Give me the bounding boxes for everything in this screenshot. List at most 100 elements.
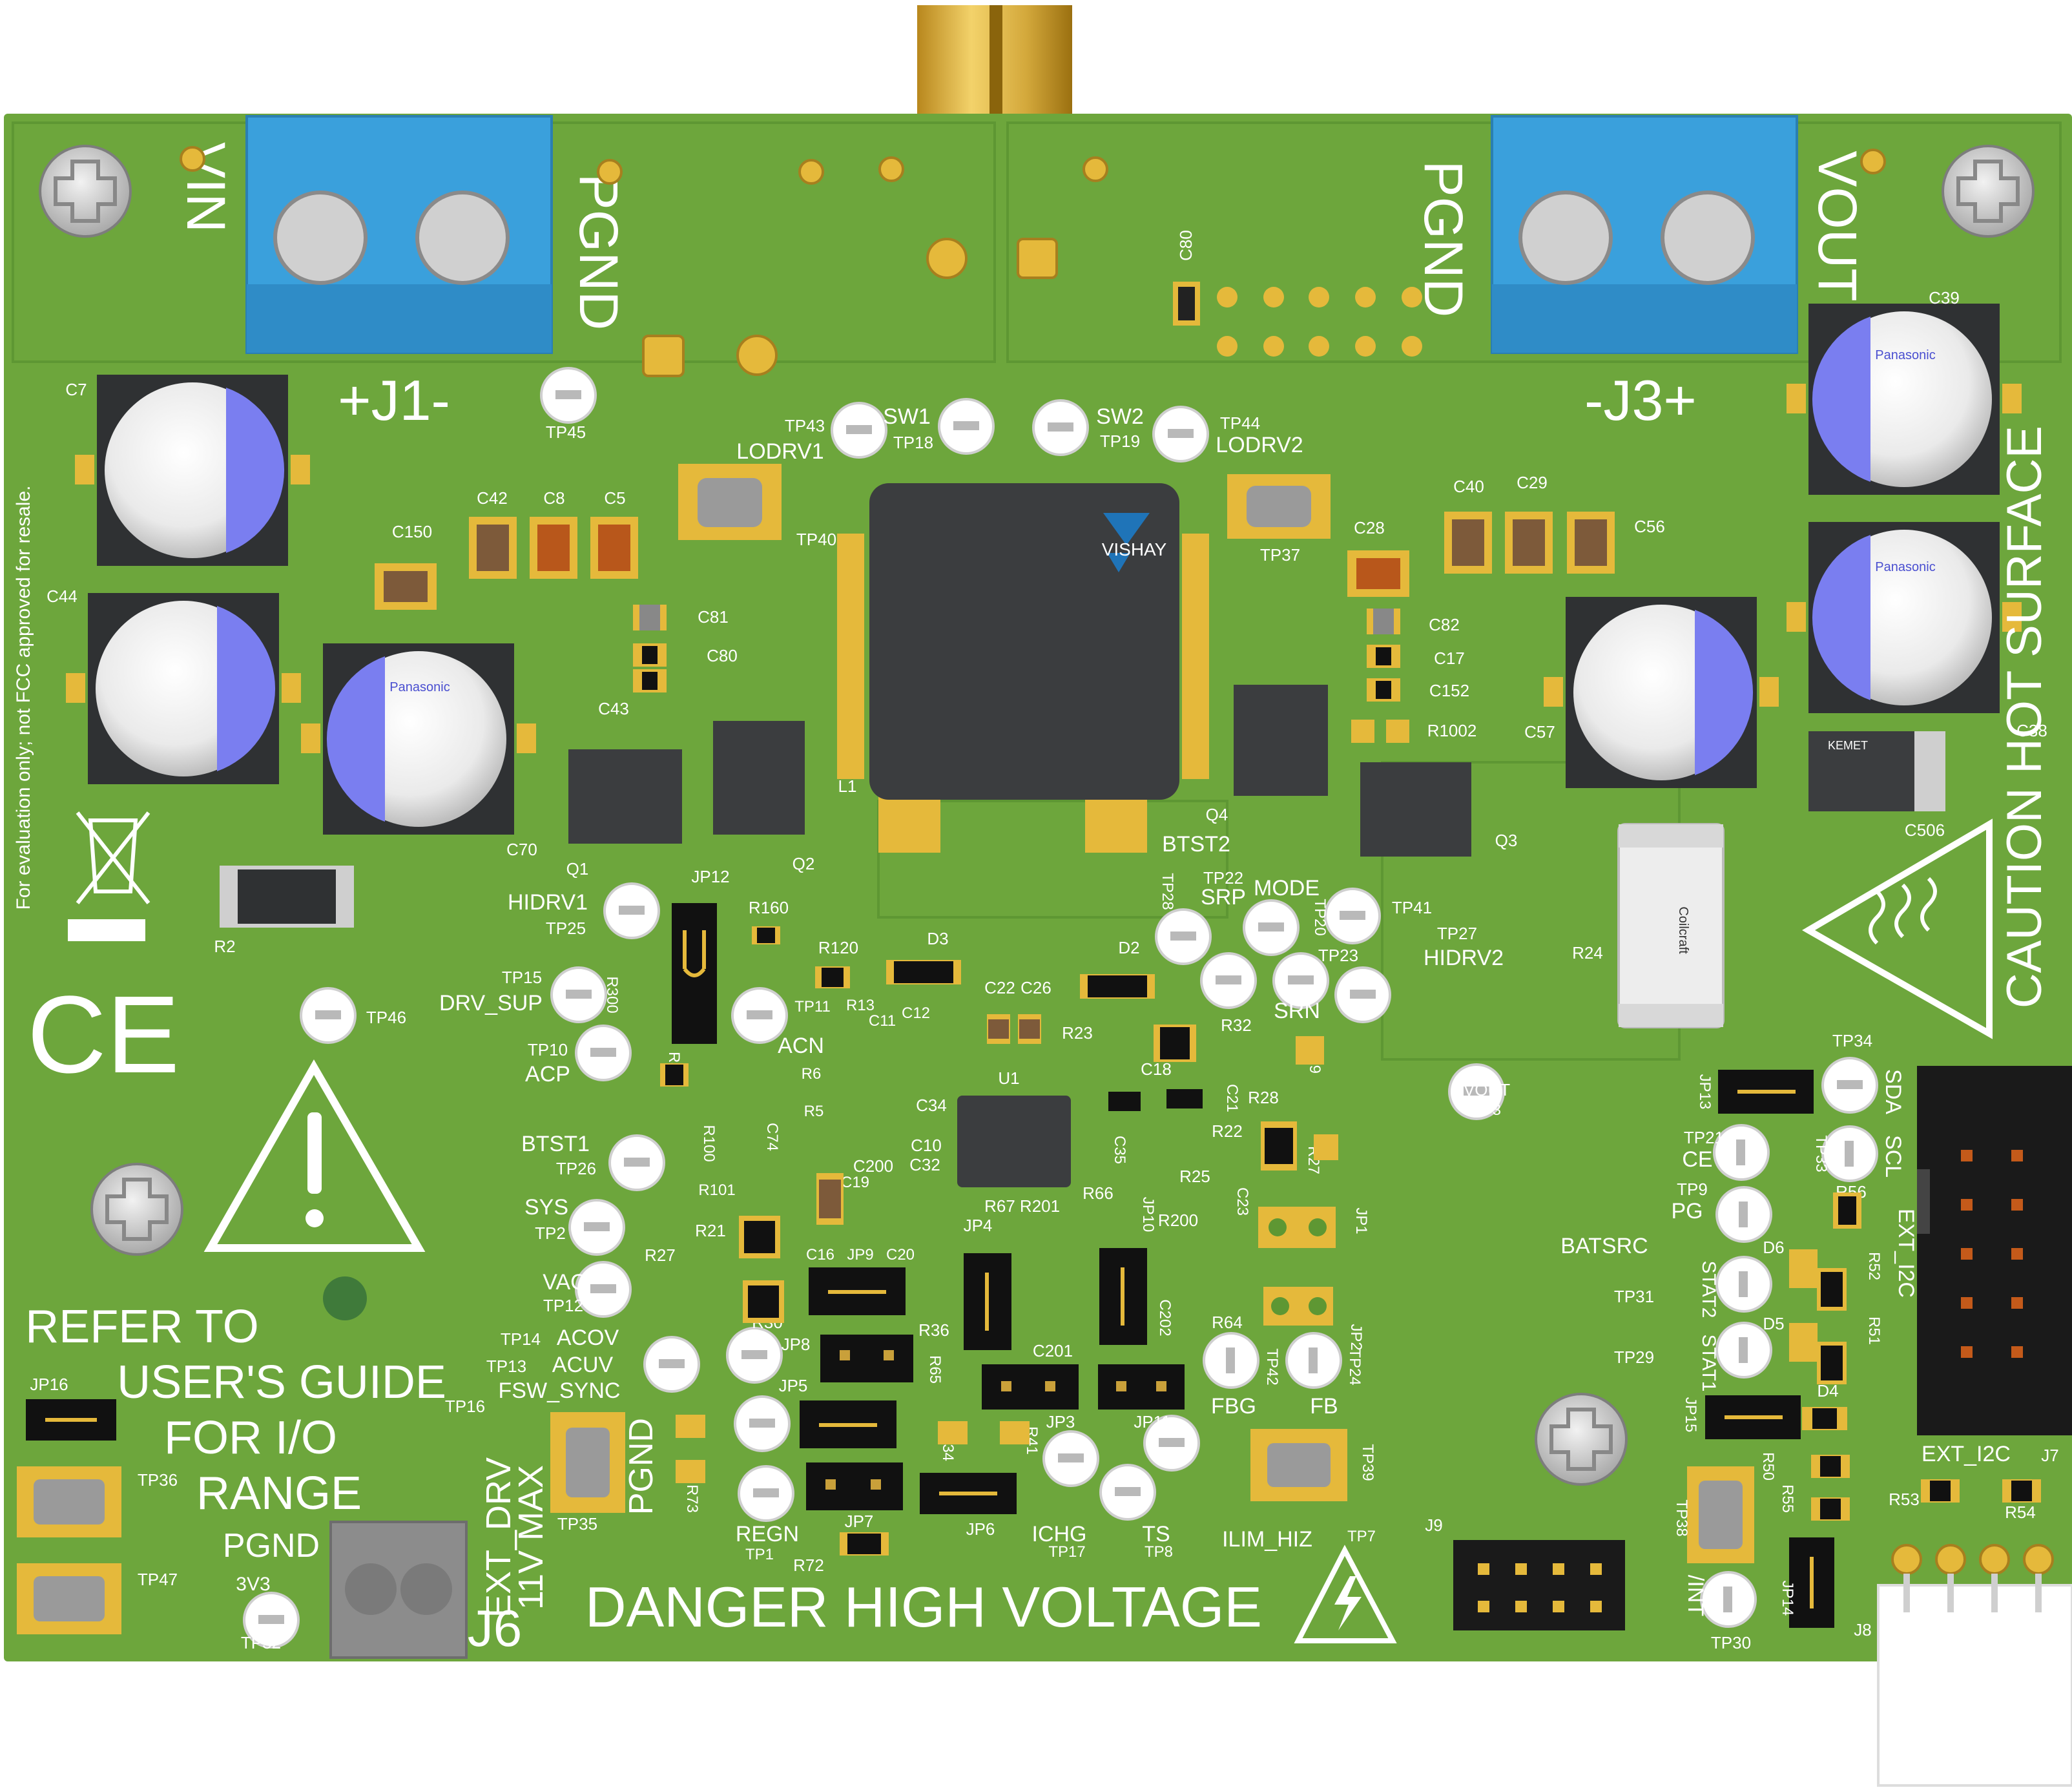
- component-label: R24: [1572, 943, 1603, 963]
- weee-bin-icon: [68, 811, 150, 941]
- component-label: TP29: [1614, 1348, 1654, 1367]
- component-label: TP37: [1260, 545, 1300, 565]
- component-label: ACP: [525, 1062, 570, 1087]
- current-sense-resistor-r24: Coilcraft: [1617, 823, 1725, 1028]
- component-label: TP28: [1159, 873, 1176, 910]
- jumper-jp10: [1099, 1248, 1147, 1345]
- component-label: R72: [793, 1556, 824, 1575]
- ce-mark: CE: [27, 973, 180, 1096]
- component-label: C57: [1524, 722, 1555, 742]
- component-label: C17: [1434, 649, 1465, 668]
- component-label: C11: [869, 1012, 896, 1030]
- capacitor-c70: Panasonic: [301, 643, 536, 835]
- component-label: FBG: [1211, 1394, 1256, 1419]
- component-label: TP13: [486, 1357, 526, 1376]
- component-label: R201: [1020, 1196, 1060, 1216]
- connector-j8[interactable]: [1877, 1544, 2072, 1787]
- header-j9[interactable]: [1453, 1540, 1625, 1630]
- capacitor-c7: [75, 375, 310, 566]
- component-label: TP19: [1100, 432, 1140, 451]
- component-label: TP30: [1711, 1633, 1751, 1652]
- component-label: SRP: [1201, 885, 1246, 910]
- header-ext-i2c[interactable]: [1917, 1066, 2072, 1435]
- component-label: C12: [902, 1004, 930, 1022]
- header-pads: [1217, 287, 1422, 357]
- component-label: R6: [802, 1065, 822, 1083]
- terminal-block-j1[interactable]: [245, 115, 553, 354]
- component-label: TP45: [546, 422, 586, 442]
- component-label: D5: [1763, 1314, 1784, 1333]
- component-label: TP16: [445, 1397, 485, 1416]
- component-label: JP12: [691, 867, 729, 886]
- caution-triangle-icon: [1802, 818, 1993, 1039]
- jumper-jp9: [809, 1267, 906, 1315]
- component-label: L1: [838, 776, 857, 796]
- component-label: R52: [1865, 1252, 1883, 1280]
- j1-label: +J1-: [338, 368, 450, 432]
- fiducial: [323, 1276, 367, 1320]
- component-label: C70: [506, 840, 537, 859]
- warning-triangle-icon: [203, 1059, 426, 1252]
- j3-label: -J3+: [1584, 368, 1697, 432]
- jumpers[interactable]: [26, 903, 1834, 1628]
- component-label: JP1: [1352, 1207, 1370, 1234]
- component-label: JP15: [1682, 1397, 1699, 1433]
- component-label: TP14: [501, 1329, 541, 1349]
- component-label: R1002: [1427, 721, 1477, 740]
- terminal-block-j3[interactable]: [1491, 115, 1798, 354]
- component-label: TP43: [785, 416, 825, 435]
- component-label: TP10: [528, 1040, 568, 1059]
- refer-line-2: USER'S GUIDE: [117, 1357, 446, 1408]
- component-label: C35: [1111, 1136, 1128, 1164]
- component-label: C19: [841, 1174, 869, 1191]
- component-label: HIDRV1: [508, 890, 588, 915]
- resistor-r2: [220, 866, 354, 928]
- component-label: Q3: [1495, 831, 1518, 850]
- component-label: ILIM_HIZ: [1222, 1527, 1312, 1552]
- component-label: TP25: [546, 919, 586, 938]
- component-label: /INT: [1683, 1575, 1708, 1616]
- component-label: C80: [707, 646, 738, 665]
- component-label: TP23: [1318, 946, 1358, 965]
- capacitor-c44: [66, 593, 301, 784]
- component-label: BATSRC: [1560, 1234, 1648, 1258]
- panasonic-brand: Panasonic: [389, 680, 450, 694]
- component-label: SRN: [1274, 999, 1320, 1023]
- component-label: PG: [1671, 1199, 1703, 1223]
- component-label: C22: [984, 978, 1015, 997]
- connector-j6[interactable]: [329, 1521, 468, 1659]
- test-point-slots: [258, 390, 1863, 1624]
- component-label: C32: [909, 1155, 940, 1174]
- component-label: TP47: [138, 1570, 178, 1589]
- component-label: R67: [984, 1196, 1015, 1216]
- component-label: C44: [47, 587, 78, 606]
- component-label: TP3: [1473, 1101, 1501, 1119]
- component-label: R32: [1221, 1015, 1252, 1035]
- ic-u1: [957, 1096, 1071, 1187]
- component-label: R28: [1248, 1088, 1279, 1107]
- capacitor-c57: [1544, 597, 1779, 788]
- jumper-jp16: [26, 1399, 116, 1441]
- component-label: TP18: [893, 433, 933, 452]
- component-label: R200: [1158, 1211, 1198, 1230]
- component-label: R64: [1212, 1313, 1243, 1332]
- component-label: R23: [1062, 1023, 1093, 1043]
- component-label: R160: [749, 898, 789, 917]
- danger-notice: DANGER HIGH VOLTAGE: [585, 1575, 1262, 1639]
- silkscreen-labels: C7 C42 C8 C5 C150 C81 C80 C43 C44 C70 Q1…: [30, 288, 2058, 1652]
- component-label: Q1: [566, 859, 589, 879]
- component-label: TP7: [1347, 1528, 1376, 1545]
- component-label: JP6: [966, 1519, 995, 1539]
- vishay-brand: VISHAY: [1102, 539, 1167, 559]
- component-label: TP20: [1311, 899, 1329, 935]
- component-label: VAC: [543, 1270, 586, 1295]
- component-label: TP46: [366, 1008, 406, 1027]
- component-label: C8: [543, 488, 565, 508]
- component-label: C82: [1429, 615, 1460, 634]
- pad-test-points[interactable]: [17, 1412, 1754, 1634]
- component-label: BTST2: [1162, 832, 1230, 857]
- screw-icon: [1535, 1393, 1628, 1486]
- ceramic-capacitors: [375, 512, 1615, 610]
- component-label: R22: [1212, 1121, 1243, 1141]
- component-label: TP41: [1392, 898, 1432, 917]
